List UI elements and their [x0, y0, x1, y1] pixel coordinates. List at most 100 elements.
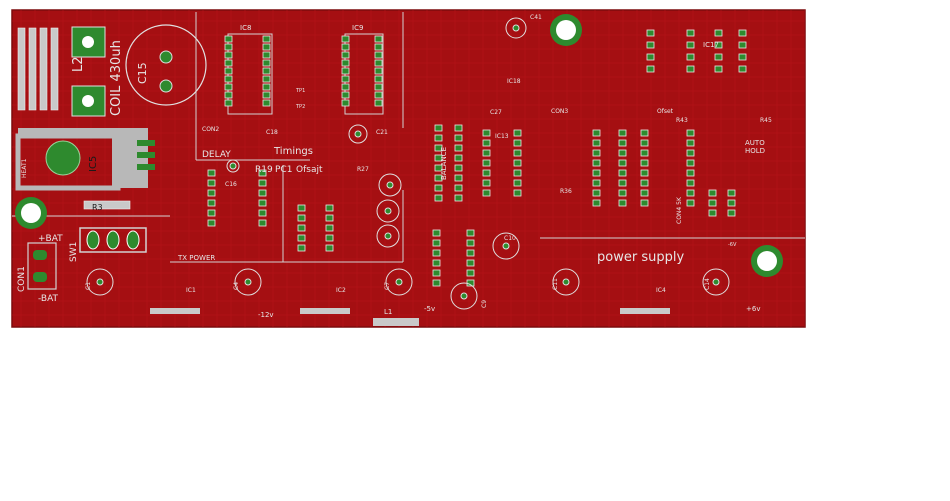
pad: [686, 199, 695, 207]
pad: [224, 83, 233, 91]
inductor-l1: [373, 318, 419, 326]
pad: [686, 41, 695, 49]
pad: [325, 234, 334, 242]
pad: [466, 259, 475, 267]
ic9-label: IC9: [352, 24, 363, 32]
pad: [686, 139, 695, 147]
pad: [432, 239, 441, 247]
silk-labels: Timings DELAY CON2 R19 PC1 Ofsajt BALANC…: [85, 14, 772, 319]
battery-connector-con1: +BAT -BAT CON1: [17, 234, 63, 304]
pad: [224, 59, 233, 67]
capacitor-pad: [386, 181, 394, 189]
capacitor-pad: [502, 242, 510, 250]
minus5v-label: -5v: [424, 305, 435, 313]
pad: [482, 189, 491, 197]
pad: [207, 169, 216, 177]
pad: [374, 43, 383, 51]
capacitor-outline: [552, 268, 580, 296]
pad: [513, 179, 522, 187]
pad: [432, 269, 441, 277]
pad: [258, 199, 267, 207]
pad: [454, 124, 463, 132]
pad: [454, 174, 463, 182]
c1-label: C1: [85, 282, 92, 290]
pad: [513, 149, 522, 157]
pad: [686, 169, 695, 177]
pad: [513, 129, 522, 137]
c27-label: C27: [490, 109, 502, 116]
pad: [262, 75, 271, 83]
section-dividers: [12, 12, 805, 263]
ic13-label: IC13: [495, 133, 509, 140]
pad: [592, 169, 601, 177]
pad: [640, 149, 649, 157]
pad: [738, 53, 747, 61]
pad: [454, 154, 463, 162]
capacitor-outline: [376, 224, 400, 248]
pad: [262, 59, 271, 67]
capacitor-pad: [229, 162, 237, 170]
pad: [592, 149, 601, 157]
pad: [618, 129, 627, 137]
pad: [207, 199, 216, 207]
pad: [618, 169, 627, 177]
pad: [592, 139, 601, 147]
pad: [618, 189, 627, 197]
capacitor-pad: [96, 278, 104, 286]
bat-minus-label: -BAT: [38, 294, 59, 304]
pad: [374, 83, 383, 91]
c21-label: C21: [376, 129, 388, 136]
pad: [686, 189, 695, 197]
regulator-ic5: IC5 HEAT1: [15, 128, 155, 191]
pad: [592, 159, 601, 167]
tp1-label: TP1: [295, 88, 305, 94]
pad: [708, 209, 717, 217]
pad: [686, 179, 695, 187]
pad: [224, 75, 233, 83]
pad: [738, 29, 747, 37]
pad: [714, 65, 723, 73]
pad: [207, 189, 216, 197]
pad: [640, 129, 649, 137]
r45-label: R45: [760, 117, 772, 124]
auto-label: AUTO: [745, 139, 765, 147]
pad: [686, 129, 695, 137]
pad: [374, 51, 383, 59]
capacitor-pad: [712, 278, 720, 286]
pad: [466, 249, 475, 257]
pad: [325, 204, 334, 212]
pad: [258, 189, 267, 197]
pad: [374, 67, 383, 75]
pad: [258, 179, 267, 187]
pad: [714, 53, 723, 61]
pad: [297, 214, 306, 222]
pad: [513, 139, 522, 147]
pad: [262, 83, 271, 91]
pad: [341, 35, 350, 43]
pad: [482, 159, 491, 167]
pad: [640, 199, 649, 207]
ofset-label: Ofset: [657, 108, 674, 115]
pad: [714, 41, 723, 49]
pad: [341, 67, 350, 75]
c41-label: C41: [530, 14, 542, 21]
hold-label: HOLD: [745, 147, 765, 155]
pad: [513, 189, 522, 197]
pad: [341, 75, 350, 83]
pad: [466, 229, 475, 237]
l2-label: L2: [71, 56, 86, 72]
pad: [618, 199, 627, 207]
pad: [482, 169, 491, 177]
pad: [341, 91, 350, 99]
pad: [466, 239, 475, 247]
pad: [640, 179, 649, 187]
pad: [207, 179, 216, 187]
pad: [341, 59, 350, 67]
pad: [454, 194, 463, 202]
pad: [618, 159, 627, 167]
pad: [297, 224, 306, 232]
pc1-label: PC1: [275, 165, 292, 175]
pad: [727, 189, 736, 197]
ic18-label: IC18: [507, 78, 521, 85]
